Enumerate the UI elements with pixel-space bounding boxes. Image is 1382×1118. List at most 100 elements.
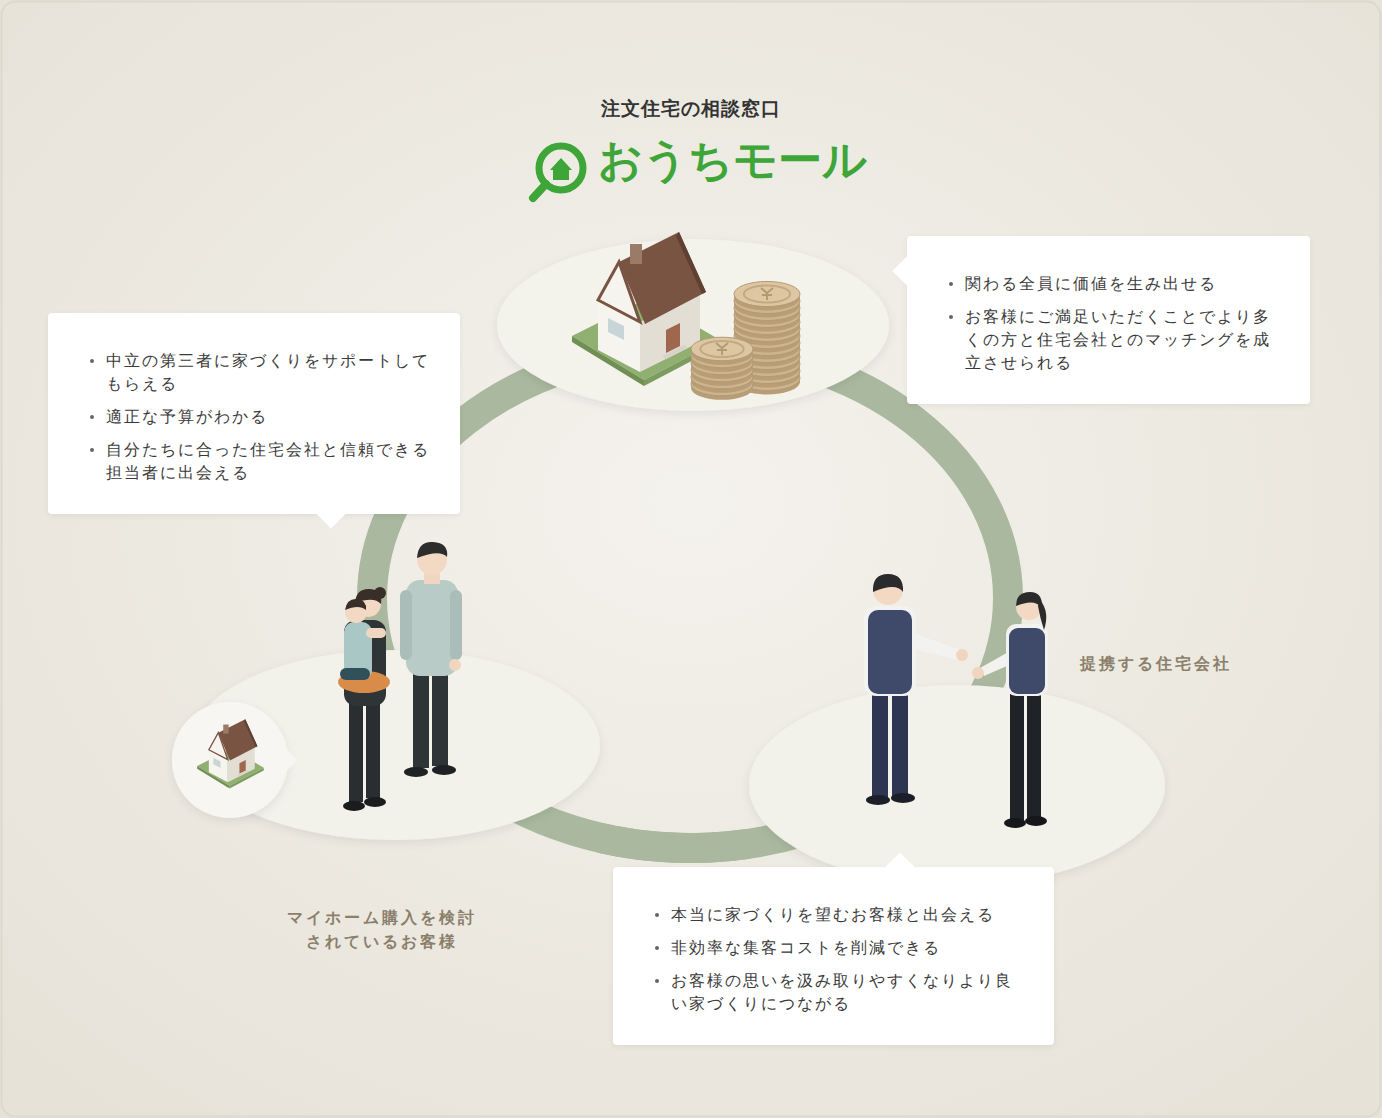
customer-family xyxy=(349,698,363,802)
diagram-title: 注文住宅の相談窓口 xyxy=(0,96,1382,122)
bullet-item: 自分たちに合った住宅会社と信頼できる担当者に出会える xyxy=(106,438,430,484)
coin-stacks xyxy=(716,343,728,348)
bullet-item: お客様の思いを汲み取りやすくなりより良い家づくりにつながる xyxy=(671,969,1024,1015)
coin-stacks xyxy=(691,365,753,389)
house-bubble xyxy=(281,744,298,776)
coin-stacks xyxy=(734,330,800,355)
company-staff xyxy=(980,650,1016,676)
customer-family xyxy=(404,767,428,777)
coin-stacks xyxy=(691,351,753,375)
coin-stacks xyxy=(734,320,800,345)
bullet-item: 関わる全員に価値を生み出せる xyxy=(965,272,1280,295)
coin-stacks xyxy=(734,362,800,387)
coin-stacks xyxy=(734,309,800,334)
coin-stacks xyxy=(734,341,800,366)
company-staff xyxy=(864,606,916,696)
bullet-text: 本当に家づくりを望むお客様と出会える xyxy=(671,903,1024,926)
coin-stacks xyxy=(734,351,800,376)
logo-icon xyxy=(553,169,569,180)
cycle-connector xyxy=(600,838,748,848)
logo-text: おうちモール xyxy=(598,136,867,184)
coin-stacks xyxy=(691,344,753,368)
bullet-dot xyxy=(655,979,659,983)
group-label: マイホーム購入を検討されているお客様 xyxy=(282,906,482,954)
coin-stacks xyxy=(734,281,800,306)
customer-family xyxy=(355,591,381,617)
company-staff xyxy=(1038,600,1046,630)
customer-family xyxy=(432,765,456,775)
bullet-item: お客様にご満足いただくことでより多くの方と住宅会社とのマッチングを成立させられる xyxy=(965,305,1280,374)
logo-icon xyxy=(533,146,583,198)
bullet-item: 本当に家づくりを望むお客様と出会える xyxy=(671,903,1024,926)
customer-family xyxy=(417,545,447,575)
customer-family xyxy=(345,599,366,610)
customer-family xyxy=(364,797,386,807)
company-staff xyxy=(902,630,960,660)
company-staff xyxy=(1027,692,1041,818)
customer-family xyxy=(432,668,448,766)
bullet-dot xyxy=(90,448,94,452)
ellipse-shape xyxy=(190,650,600,840)
customer-family xyxy=(345,601,367,623)
callout-pointer xyxy=(315,497,346,528)
bullet-dot xyxy=(90,415,94,419)
callout-box: 中立の第三者に家づくりをサポートしてもらえる適正な予算がわかる自分たちに合った住… xyxy=(48,313,460,514)
company-staff xyxy=(1009,628,1045,694)
coin-stacks xyxy=(691,369,753,393)
bullet-item: 中立の第三者に家づくりをサポートしてもらえる xyxy=(106,349,430,395)
coin-stacks xyxy=(761,288,773,293)
customer-family xyxy=(344,620,386,706)
coin-stacks xyxy=(734,292,800,317)
customer-family xyxy=(344,622,372,680)
coin-stacks xyxy=(691,372,753,396)
logo-icon xyxy=(550,158,572,170)
company-staff xyxy=(891,793,915,803)
customer-family xyxy=(413,668,429,768)
company-staff xyxy=(956,649,968,661)
customer-family xyxy=(374,587,386,599)
coin-stacks xyxy=(761,288,773,300)
group-ellipse: 提携する住宅会社 xyxy=(749,685,1165,885)
customer-family xyxy=(338,671,390,693)
coin-stacks xyxy=(734,369,800,394)
group-label: 提携する住宅会社 xyxy=(1080,652,1232,676)
coin-stacks xyxy=(734,348,800,373)
bullet-text: 適正な予算がわかる xyxy=(106,405,430,428)
callout-pointer xyxy=(892,255,923,286)
coin-stacks xyxy=(691,341,753,365)
bullet-text: お客様の思いを汲み取りやすくなりより良い家づくりにつながる xyxy=(671,969,1024,1015)
coin-stacks xyxy=(691,358,753,382)
bullet-dot xyxy=(90,359,94,363)
coin-stacks xyxy=(691,337,753,361)
company-staff xyxy=(1016,594,1042,620)
coin-stacks xyxy=(734,358,800,383)
coin-stacks xyxy=(717,348,727,355)
coin-stacks xyxy=(734,313,800,338)
customer-family xyxy=(338,542,462,811)
house-illustration xyxy=(572,232,720,386)
bullet-dot xyxy=(949,315,953,319)
company-staff xyxy=(866,795,890,805)
logo-icon xyxy=(533,184,546,198)
callout-box: 本当に家づくりを望むお客様と出会える非効率な集客コストを削減できるお客様の思いを… xyxy=(613,867,1054,1045)
company-staff xyxy=(864,574,1048,828)
ellipse-shape xyxy=(190,650,600,840)
company-staff xyxy=(873,574,903,592)
coin-stacks xyxy=(734,316,800,341)
top-ellipse xyxy=(497,239,889,411)
company-staff xyxy=(972,667,984,679)
customer-family xyxy=(406,580,458,676)
company-staff xyxy=(1010,692,1024,820)
customer-family xyxy=(449,659,461,671)
company-staff xyxy=(873,575,903,605)
coin-stacks xyxy=(734,327,800,352)
coin-stacks xyxy=(691,281,800,399)
coin-stacks xyxy=(691,362,753,386)
bullet-text: 関わる全員に価値を生み出せる xyxy=(965,272,1280,295)
customer-family xyxy=(343,801,365,811)
coin-stacks xyxy=(716,343,728,355)
callout-box: 関わる全員に価値を生み出せるお客様にご満足いただくことでより多くの方と住宅会社と… xyxy=(907,236,1310,404)
bullet-text: 中立の第三者に家づくりをサポートしてもらえる xyxy=(106,349,430,395)
